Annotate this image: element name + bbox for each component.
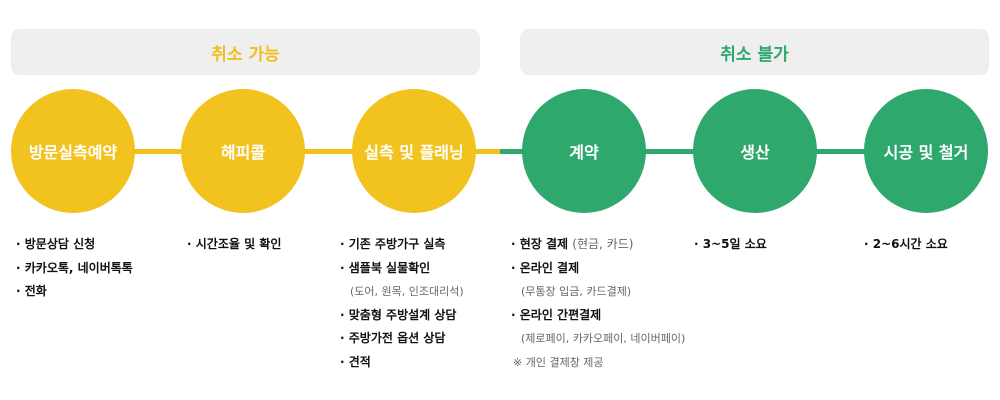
detail-subtext: (도어, 원목, 인조대리석) xyxy=(350,285,464,298)
detail-item: 시간조율 및 확인 xyxy=(187,233,282,257)
detail-item-label: 현장 결제 xyxy=(519,237,569,251)
happycall-details: 시간조율 및 확인 xyxy=(187,233,282,257)
visit-details: 방문상담 신청 카카오톡, 네이버톡톡 전화 xyxy=(16,233,133,304)
detail-item: 온라인 결제 xyxy=(511,257,685,281)
detail-item: 카카오톡, 네이버톡톡 xyxy=(16,257,133,281)
step-install-removal: 시공 및 철거 xyxy=(864,89,988,213)
cancel-possible-header: 취소 가능 xyxy=(11,29,480,75)
detail-item: 2~6시간 소요 xyxy=(864,233,948,257)
detail-item: 주방가전 옵션 상담 xyxy=(340,327,464,351)
detail-item: 3~5일 소요 xyxy=(694,233,767,257)
detail-item: 방문상담 신청 xyxy=(16,233,133,257)
step-contract: 계약 xyxy=(522,89,646,213)
detail-item: 현장 결제 (현금, 카드) xyxy=(511,233,685,257)
step-happy-call: 해피콜 xyxy=(181,89,305,213)
detail-subtext: (제로페이, 카카오페이, 네이버페이) xyxy=(521,332,686,345)
detail-item: 샘플북 실물확인 xyxy=(340,257,464,281)
production-details: 3~5일 소요 xyxy=(694,233,767,257)
detail-item: 온라인 간편결제 xyxy=(511,304,685,328)
detail-subtext: (무통장 입금, 카드결제) xyxy=(521,285,632,298)
detail-item: 맞춤형 주방설계 상담 xyxy=(340,304,464,328)
detail-note: ※ 개인 결제창 제공 xyxy=(513,355,604,369)
detail-item: 기존 주방가구 실측 xyxy=(340,233,464,257)
install-details: 2~6시간 소요 xyxy=(864,233,948,257)
step-production: 생산 xyxy=(693,89,817,213)
detail-subtext: (현금, 카드) xyxy=(572,237,634,251)
step-measure-planning: 실측 및 플래닝 xyxy=(352,89,476,213)
step-visit-reservation: 방문실측예약 xyxy=(11,89,135,213)
detail-item: 견적 xyxy=(340,351,464,375)
detail-item: 전화 xyxy=(16,280,133,304)
contract-details: 현장 결제 (현금, 카드) 온라인 결제 (무통장 입금, 카드결제) 온라인… xyxy=(511,233,685,374)
cancel-impossible-header: 취소 불가 xyxy=(520,29,989,75)
measure-details: 기존 주방가구 실측 샘플북 실물확인 (도어, 원목, 인조대리석) 맞춤형 … xyxy=(340,233,464,374)
